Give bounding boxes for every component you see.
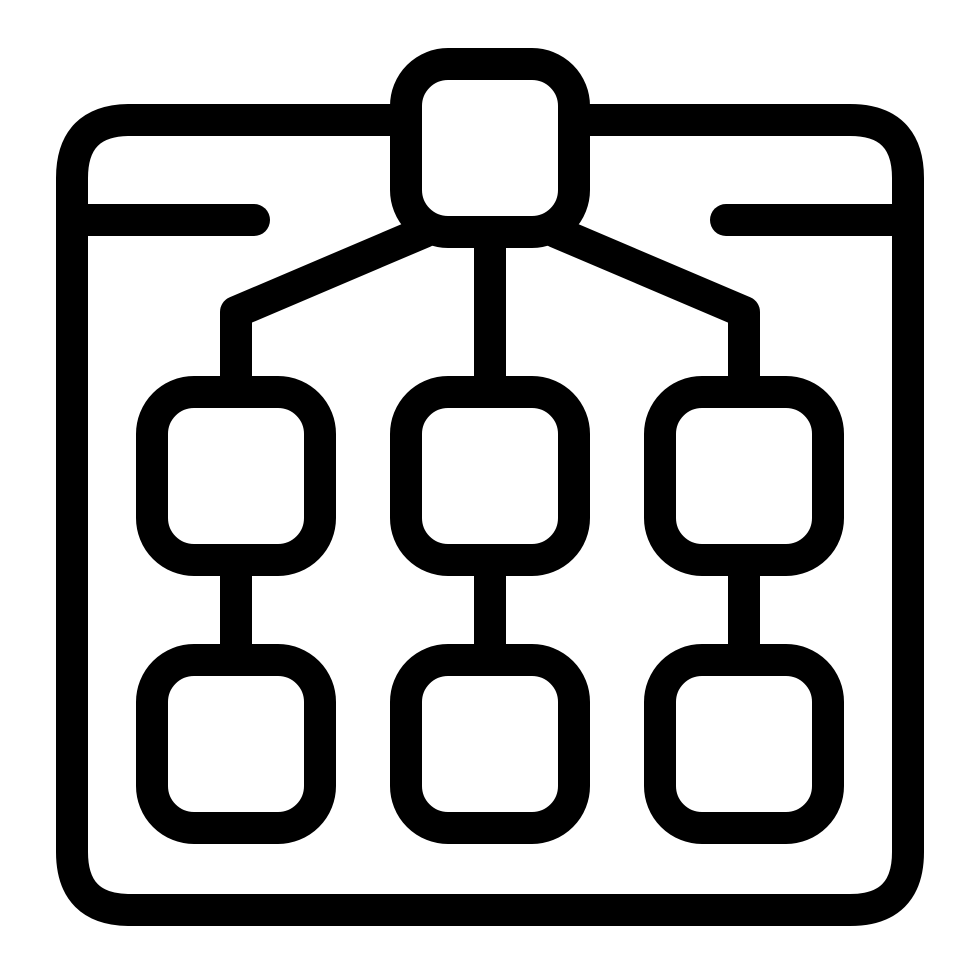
- node-bottom-left: [136, 644, 336, 844]
- root-node: [390, 48, 590, 248]
- icon-strokes: [56, 48, 924, 926]
- connector-right: [540, 216, 760, 408]
- node-mid-right: [644, 376, 844, 576]
- connector-left: [220, 216, 440, 408]
- window-frame: [56, 104, 924, 926]
- node-bottom-center: [390, 644, 590, 844]
- node-mid-center: [390, 376, 590, 576]
- node-bottom-right: [644, 644, 844, 844]
- node-mid-left: [136, 376, 336, 576]
